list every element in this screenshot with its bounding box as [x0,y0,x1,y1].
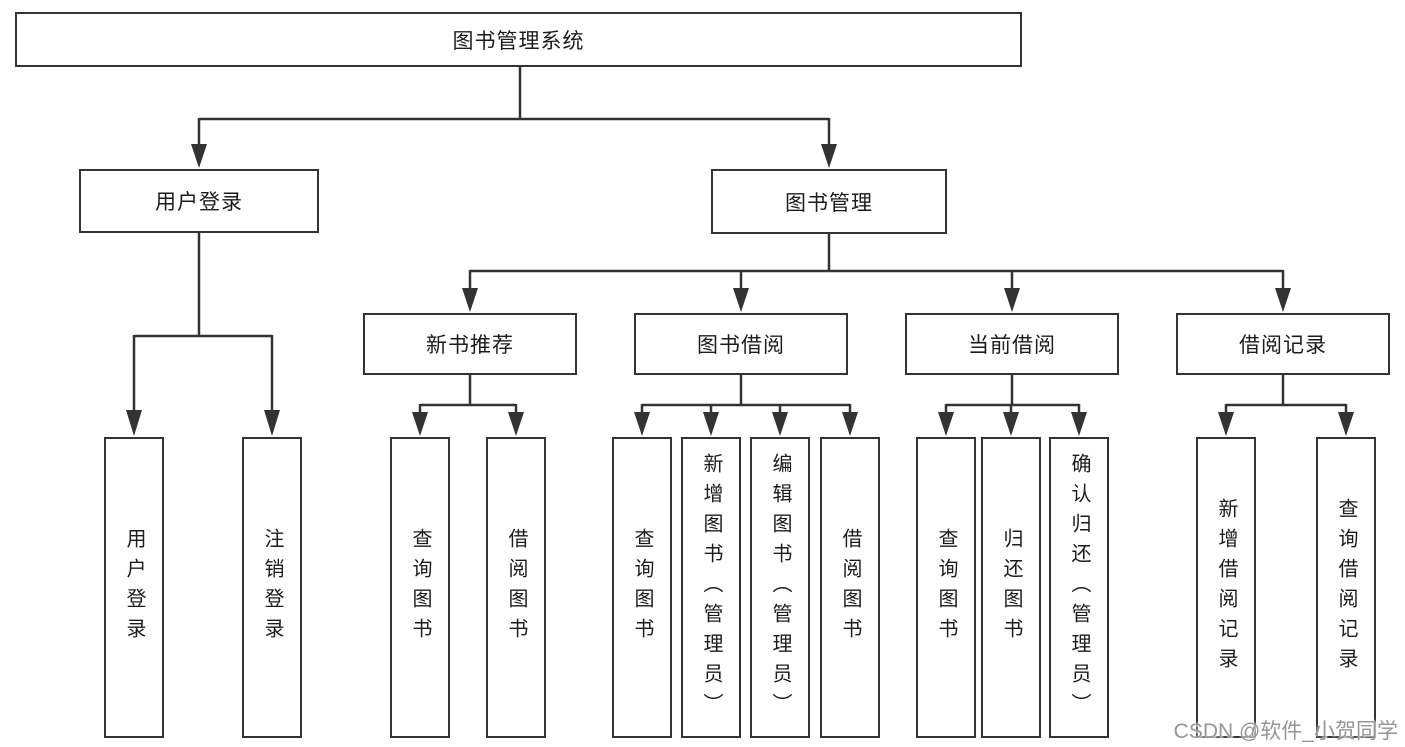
leaf-label: 查询图书 [935,527,957,648]
arrow-down-icon [634,412,650,436]
leaf-user-login: 用户登录 [104,437,164,738]
arrow-down-icon [703,412,719,436]
leaf-label: 用户登录 [123,527,145,648]
arrow-down-icon [821,144,837,168]
leaf-query-book: 查询图书 [612,437,672,738]
leaf-add-book-admin: 新增图书（管理员） [681,437,741,738]
arrow-down-icon [508,412,524,436]
node-user-login: 用户登录 [79,169,319,233]
leaf-add-borrow-record: 新增借阅记录 [1196,437,1256,738]
arrow-down-icon [191,144,207,168]
leaf-borrow-book: 借阅图书 [820,437,880,738]
leaf-label: 确认归还（管理员） [1068,452,1090,723]
leaf-label: 查询借阅记录 [1335,497,1357,678]
branch-root-to-level2 [191,67,837,168]
leaf-label: 归还图书 [1000,527,1022,648]
leaf-edit-book-admin: 编辑图书（管理员） [750,437,810,738]
branch-user-login [126,233,280,436]
leaf-label: 新增图书（管理员） [700,452,722,723]
leaf-label: 借阅图书 [505,527,527,648]
arrow-down-icon [938,412,954,436]
arrow-down-icon [1004,288,1020,312]
node-new-book-recommend: 新书推荐 [363,313,577,375]
leaf-label: 编辑图书（管理员） [769,452,791,723]
arrow-down-icon [412,412,428,436]
leaf-query-book: 查询图书 [390,437,450,738]
node-current-borrow: 当前借阅 [905,313,1119,375]
leaf-label: 查询图书 [409,527,431,648]
csdn-watermark: CSDN @软件_小贺同学 [1173,720,1398,743]
arrow-down-icon [126,410,142,436]
leaf-return-book: 归还图书 [981,437,1041,738]
arrow-down-icon [462,288,478,312]
arrow-down-icon [733,288,749,312]
leaf-label: 注销登录 [261,527,283,648]
branch-book-borrow [634,375,858,436]
node-book-borrow: 图书借阅 [634,313,848,375]
arrow-down-icon [772,412,788,436]
arrow-down-icon [842,412,858,436]
branch-borrow-record [1218,375,1354,436]
node-root: 图书管理系统 [15,12,1022,67]
arrow-down-icon [1218,412,1234,436]
leaf-borrow-book: 借阅图书 [486,437,546,738]
arrow-down-icon [1338,412,1354,436]
arrow-down-icon [1003,412,1019,436]
leaf-query-book: 查询图书 [916,437,976,738]
leaf-query-borrow-record: 查询借阅记录 [1316,437,1376,738]
arrow-down-icon [1071,412,1087,436]
leaf-label: 查询图书 [631,527,653,648]
node-book-management: 图书管理 [711,169,947,234]
node-borrow-record: 借阅记录 [1176,313,1390,375]
branch-new-book [412,375,524,436]
leaf-logout: 注销登录 [242,437,302,738]
arrow-down-icon [264,410,280,436]
leaf-confirm-return-admin: 确认归还（管理员） [1049,437,1109,738]
branch-current-borrow [938,375,1087,436]
branch-book-mgmt-to-level3 [462,234,1291,312]
leaf-label: 借阅图书 [839,527,861,648]
arrow-down-icon [1275,288,1291,312]
leaf-label: 新增借阅记录 [1215,497,1237,678]
